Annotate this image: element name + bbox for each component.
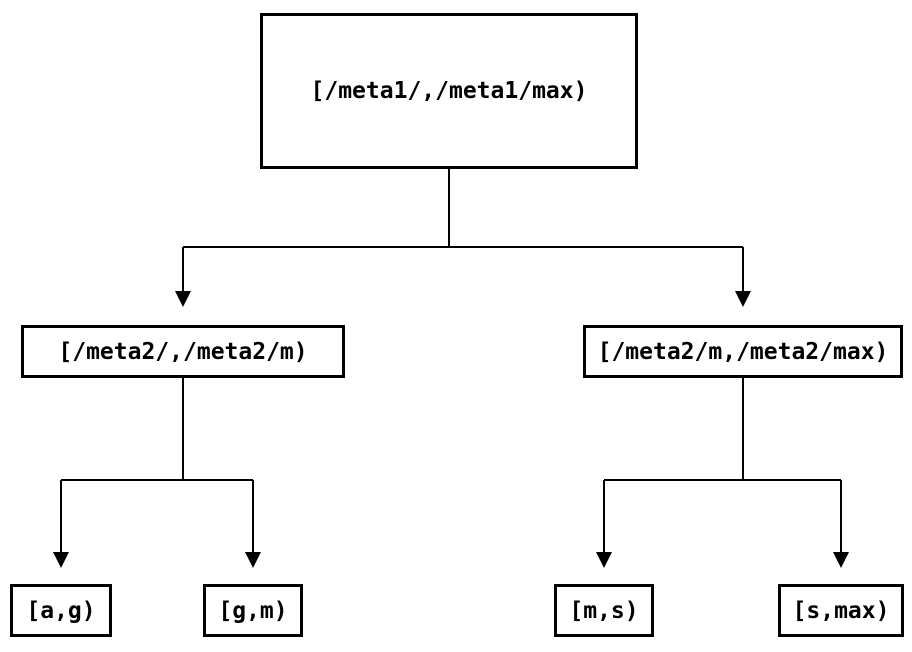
arrowhead-right-child (735, 291, 751, 307)
node-leaf-ag-label: [a,g) (26, 597, 96, 624)
node-leaf-gm-label: [g,m) (218, 597, 288, 624)
arrowhead-leaf-ms (596, 552, 612, 568)
arrowhead-leaf-smax (833, 552, 849, 568)
arrowhead-leaf-ag (53, 552, 69, 568)
node-root: [/meta1/,/meta1/max) (260, 13, 638, 169)
node-leaf-smax: [s,max) (778, 584, 904, 637)
node-leaf-ms-label: [m,s) (569, 597, 639, 624)
node-right-child: [/meta2/m,/meta2/max) (583, 325, 903, 378)
node-right-child-label: [/meta2/m,/meta2/max) (597, 338, 889, 365)
arrowhead-leaf-gm (245, 552, 261, 568)
node-leaf-ms: [m,s) (554, 584, 654, 637)
node-leaf-smax-label: [s,max) (792, 597, 890, 624)
arrowhead-left-child (175, 291, 191, 307)
node-leaf-ag: [a,g) (10, 584, 112, 637)
node-left-child-label: [/meta2/,/meta2/m) (58, 338, 308, 365)
node-left-child: [/meta2/,/meta2/m) (21, 325, 345, 378)
node-leaf-gm: [g,m) (203, 584, 303, 637)
node-root-label: [/meta1/,/meta1/max) (310, 78, 588, 104)
